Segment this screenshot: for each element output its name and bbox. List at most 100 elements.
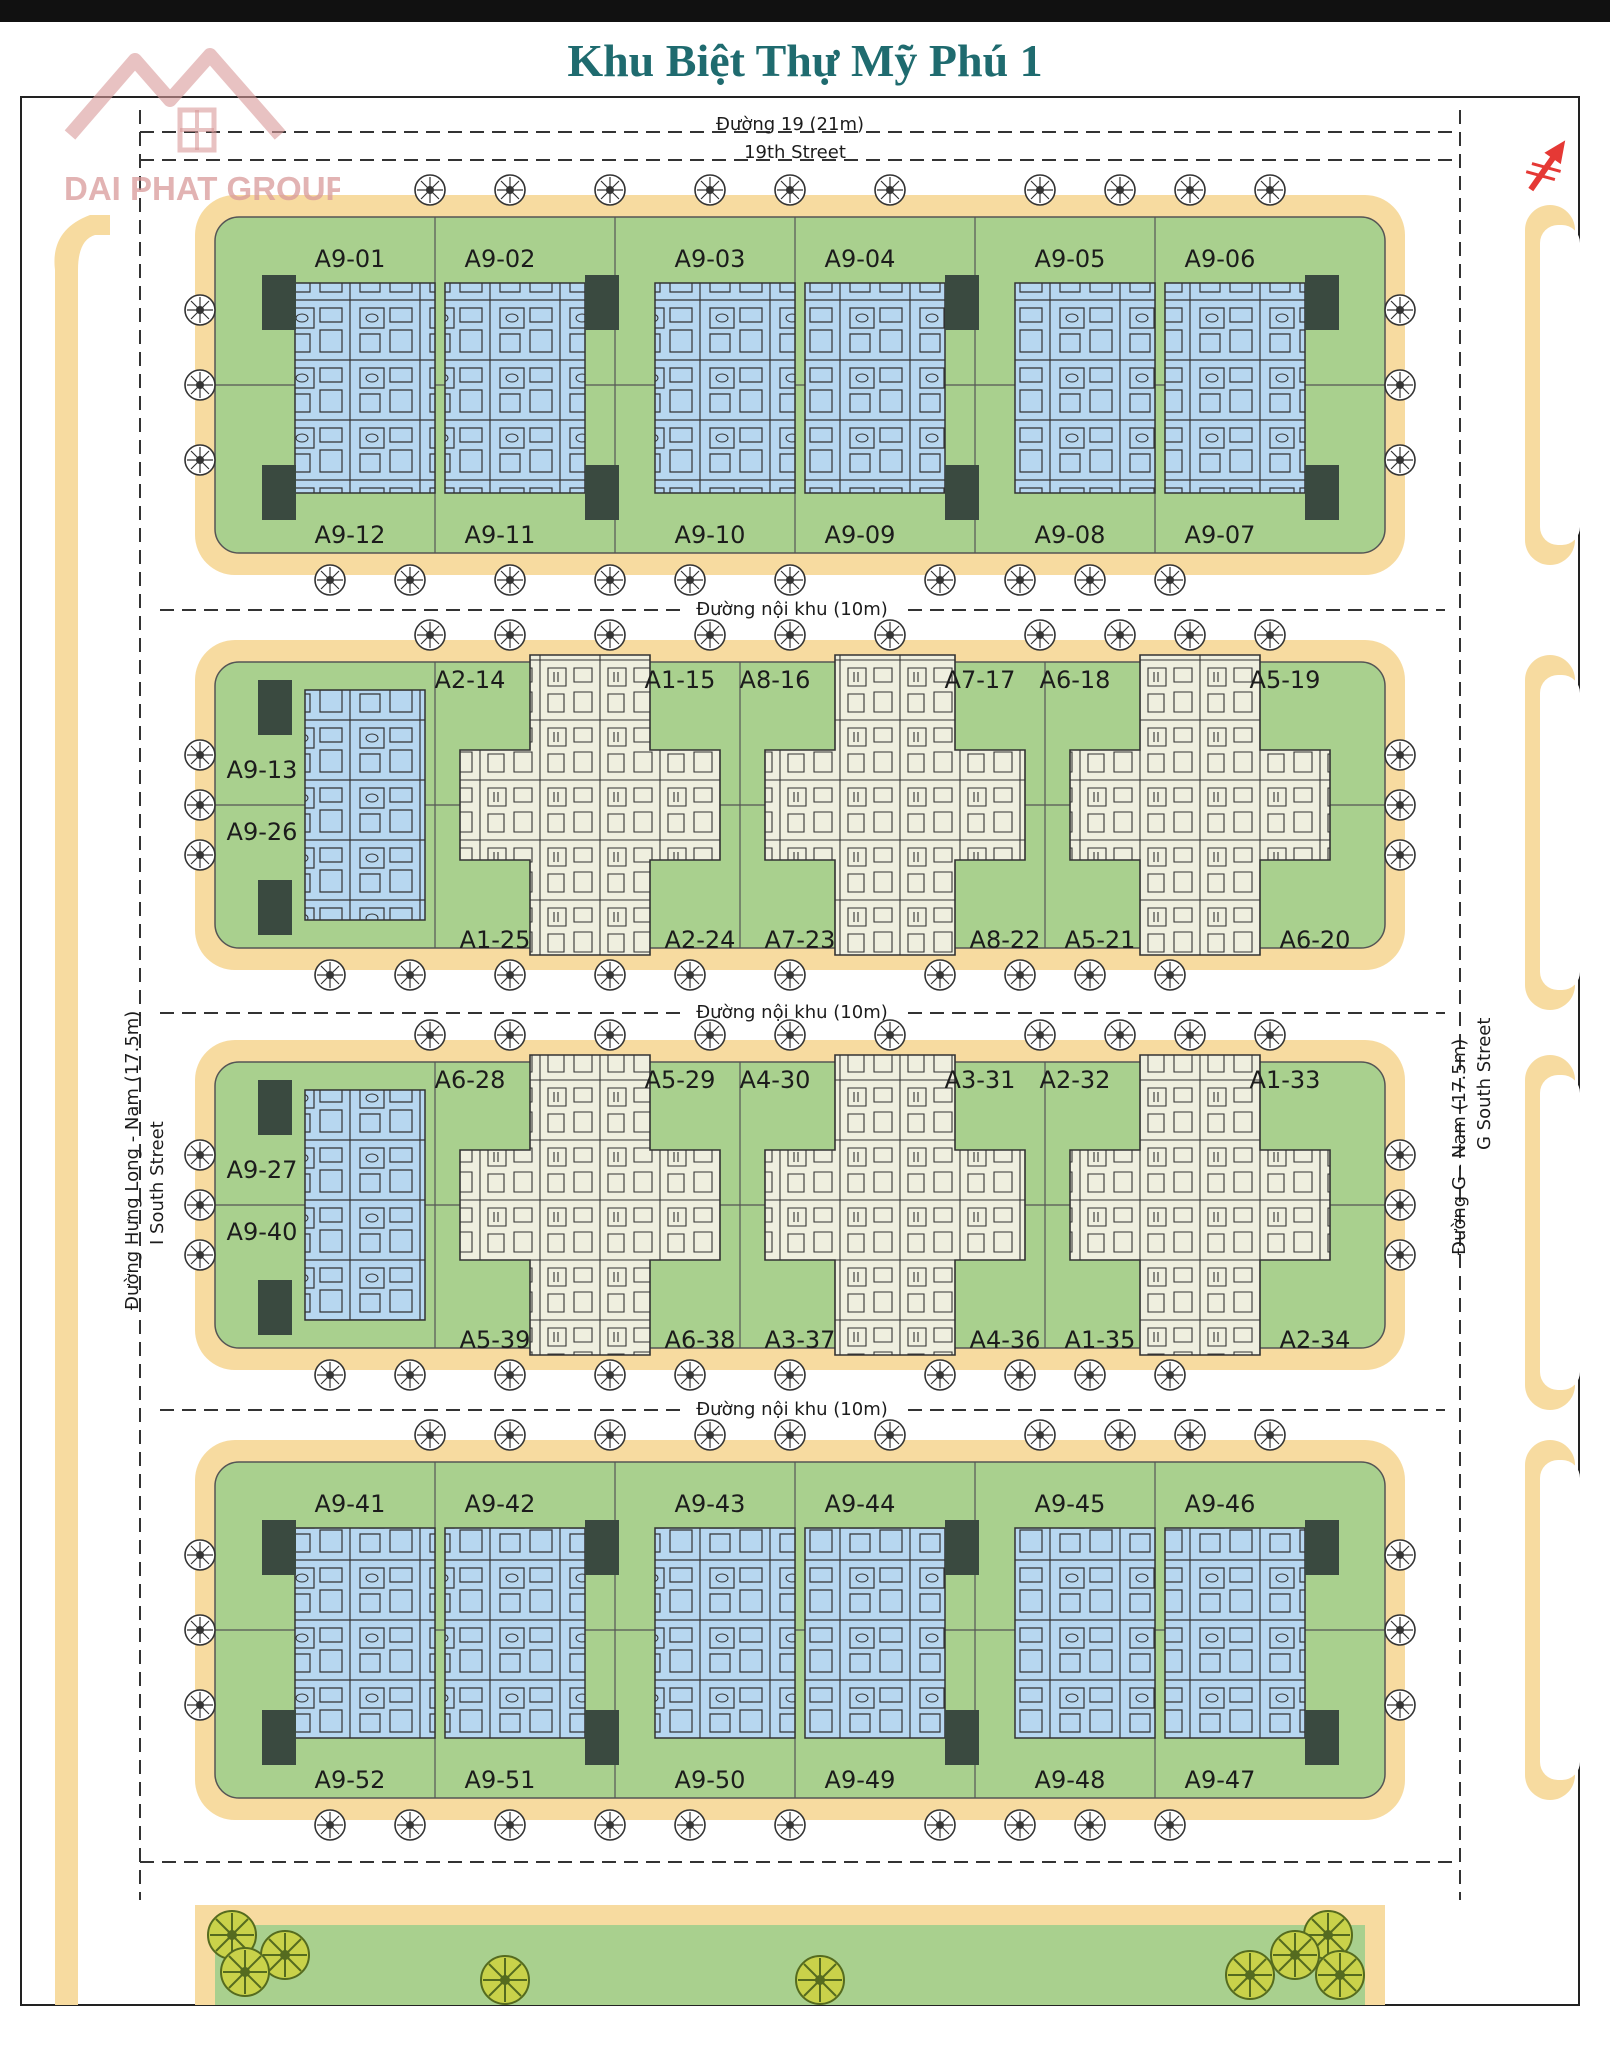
street-tree <box>494 1359 526 1391</box>
villa-footprint <box>444 1527 586 1739</box>
street-tree <box>774 1019 806 1051</box>
cross-villa-cluster <box>764 1054 1026 1356</box>
street-tree <box>394 564 426 596</box>
top-border-bar <box>0 0 1610 22</box>
park-palm-tree <box>220 1947 270 1997</box>
garage-pad <box>262 465 296 520</box>
street-tree <box>1024 619 1056 651</box>
street-tree <box>1154 1359 1186 1391</box>
park-palm-tree <box>480 1955 530 2005</box>
street-tree <box>594 619 626 651</box>
street-tree <box>1384 789 1416 821</box>
street-tree <box>694 1419 726 1451</box>
garage-pad <box>585 1710 619 1765</box>
lot-label: A1-35 <box>1065 1326 1136 1354</box>
street-tree <box>184 369 216 401</box>
street-tree <box>694 1019 726 1051</box>
lot-label: A9-45 <box>1035 1490 1106 1518</box>
street-tree <box>314 959 346 991</box>
street-tree <box>774 174 806 206</box>
park-palm-tree <box>1225 1950 1275 2000</box>
lot-label: A5-29 <box>645 1066 716 1094</box>
street-tree <box>494 174 526 206</box>
north-street-name-en: 19th Street <box>744 142 846 163</box>
villa-footprint <box>1014 282 1156 494</box>
street-tree <box>1174 619 1206 651</box>
street-tree <box>184 444 216 476</box>
lot-label: A9-05 <box>1035 245 1106 273</box>
lot-label: A3-31 <box>945 1066 1016 1094</box>
street-tree <box>594 959 626 991</box>
street-tree <box>314 1809 346 1841</box>
garage-pad <box>945 1710 979 1765</box>
street-tree <box>1174 1419 1206 1451</box>
street-tree <box>184 739 216 771</box>
street-tree <box>1004 564 1036 596</box>
garage-pad <box>585 275 619 330</box>
street-tree <box>694 619 726 651</box>
street-tree <box>414 174 446 206</box>
street-tree <box>1384 1189 1416 1221</box>
lot-label: A2-14 <box>435 666 506 694</box>
park-lawn <box>215 1925 1365 2005</box>
street-tree <box>1104 174 1136 206</box>
street-tree <box>184 1689 216 1721</box>
lot-label: A5-21 <box>1065 926 1136 954</box>
inner-road-label-1: Đường nội khu (10m) <box>696 599 888 620</box>
garage-pad <box>258 680 292 735</box>
street-tree <box>1024 174 1056 206</box>
street-tree <box>1024 1419 1056 1451</box>
lot-label: A9-02 <box>465 245 536 273</box>
lot-label: A9-52 <box>315 1766 386 1794</box>
garage-pad <box>945 1520 979 1575</box>
logo-text: DAI PHAT GROUP <box>64 170 340 207</box>
street-tree <box>1384 444 1416 476</box>
street-tree <box>1154 564 1186 596</box>
garage-pad <box>1305 465 1339 520</box>
street-tree <box>494 1419 526 1451</box>
garage-pad <box>258 1080 292 1135</box>
street-tree <box>1384 739 1416 771</box>
street-tree <box>184 1189 216 1221</box>
street-tree <box>494 1809 526 1841</box>
street-tree <box>1254 1419 1286 1451</box>
garage-pad <box>262 1520 296 1575</box>
park-palm-tree <box>1315 1950 1365 2000</box>
east-kerb-1-inner <box>1540 225 1580 545</box>
street-tree <box>1074 959 1106 991</box>
page-title: Khu Biệt Thự Mỹ Phú 1 <box>567 35 1043 86</box>
street-tree <box>1384 369 1416 401</box>
west-street-kerb <box>54 215 110 2005</box>
street-tree <box>1104 1419 1136 1451</box>
villa-footprint <box>1164 1527 1306 1739</box>
lot-label: A9-11 <box>465 521 536 549</box>
street-tree <box>1384 294 1416 326</box>
villa-footprint <box>804 282 946 494</box>
street-tree <box>494 564 526 596</box>
lot-label: A6-28 <box>435 1066 506 1094</box>
villa-footprint <box>1164 282 1306 494</box>
east-kerb-inner-4 <box>1540 1460 1580 1780</box>
lot-label: A9-13 <box>227 756 298 784</box>
street-tree <box>594 1419 626 1451</box>
company-logo: DAI PHAT GROUP <box>60 40 348 220</box>
lot-label: A1-25 <box>460 926 531 954</box>
lot-label: A9-10 <box>675 521 746 549</box>
street-tree <box>184 1539 216 1571</box>
street-tree <box>184 294 216 326</box>
street-tree <box>594 564 626 596</box>
lot-label: A9-49 <box>825 1766 896 1794</box>
lot-label: A5-39 <box>460 1326 531 1354</box>
west-street-name: Đường Hưng Long - Nam (17.5m) <box>122 1011 143 1310</box>
north-street-name: Đường 19 (21m) <box>716 114 864 135</box>
street-tree <box>674 1809 706 1841</box>
lot-label: A9-41 <box>315 1490 386 1518</box>
garage-pad <box>585 1520 619 1575</box>
east-street-name-en: G South Street <box>1474 1018 1495 1150</box>
inner-road-label-3: Đường nội khu (10m) <box>696 1399 888 1420</box>
inner-road-label-2: Đường nội khu (10m) <box>696 1002 888 1023</box>
street-tree <box>924 959 956 991</box>
